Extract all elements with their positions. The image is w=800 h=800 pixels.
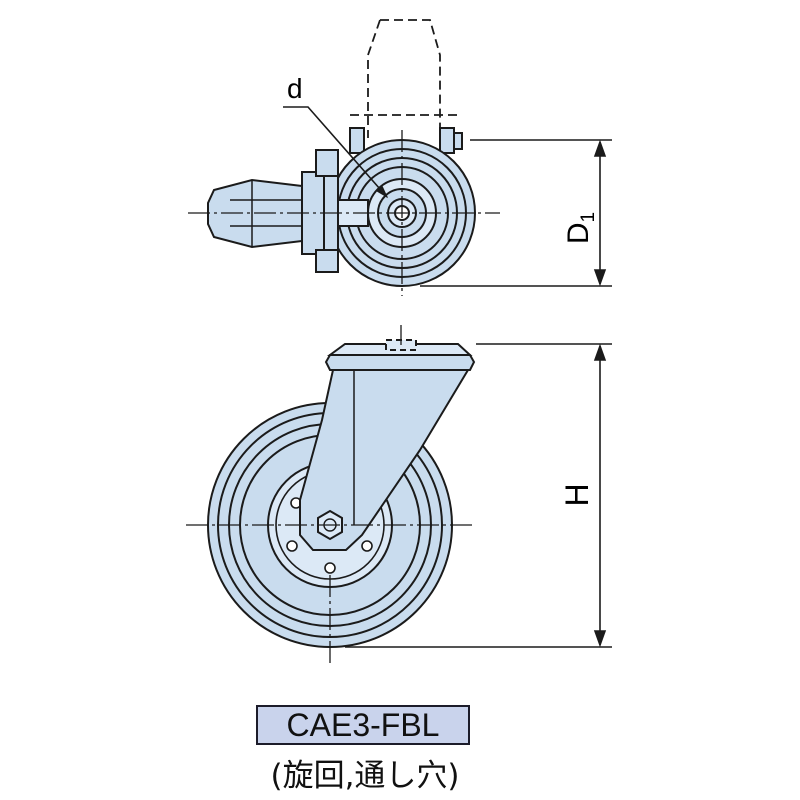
side-axle-assembly <box>207 149 339 273</box>
h-label: H <box>559 483 595 506</box>
side-view-centerlines <box>186 325 472 665</box>
d-label: d <box>287 73 303 104</box>
d-leader-arrow <box>376 185 389 199</box>
top-view <box>188 19 612 296</box>
d1-dimension <box>420 139 612 287</box>
model-number-label: CAE3-FBL <box>256 705 470 745</box>
d1-label-sub: 1 <box>578 212 599 223</box>
swivel-fork <box>299 369 470 551</box>
h-dimension <box>345 343 612 648</box>
d1-label-main: D <box>562 222 595 244</box>
top-view-centerlines <box>188 130 500 296</box>
top-bolts <box>349 127 463 154</box>
top-view-hidden-housing <box>350 19 460 138</box>
top-plate <box>324 354 476 371</box>
side-view <box>186 325 612 665</box>
d-leader-line <box>283 106 388 198</box>
svg-text:D1: D1 <box>562 212 599 244</box>
type-caption: (旋回,通し穴) <box>270 757 460 794</box>
d1-label: D1 <box>562 212 599 244</box>
